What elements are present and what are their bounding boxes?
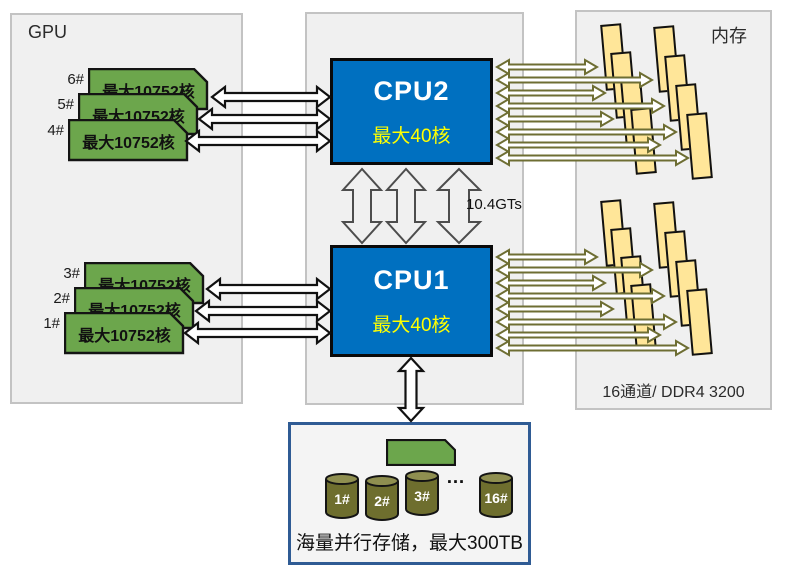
gpu-card-shape [64, 312, 185, 355]
gpu-card-1-id: 1# [43, 315, 60, 332]
storage-caption: 海量并行存储，最大300TB [296, 533, 523, 554]
memory-channel-label: 16通道/ DDR4 3200 [602, 384, 745, 401]
gpu-card-6-id: 6# [67, 71, 84, 88]
drive-cylinder-icon [479, 472, 513, 518]
storage-box: 1# 2# 3# … 16# 海量并行存储，最大300TB [288, 422, 531, 565]
cpu2-cores: 最大40核 [372, 125, 451, 147]
storage-drive-2: 2# [365, 475, 399, 521]
cpu1-cores: 最大40核 [372, 315, 451, 336]
memory-panel-title: 内存 [711, 26, 747, 46]
cpu1-name: CPU1 [373, 265, 450, 295]
drives-ellipsis: … [446, 467, 466, 488]
gpu-card-4-id: 4# [47, 122, 64, 139]
gpu-card-cores-label: 最大10752核 [82, 134, 175, 152]
gpu-card-cores-label: 最大10752核 [78, 327, 171, 345]
gpu-card-2-id: 2# [53, 290, 70, 307]
drive-label: 1# [334, 491, 350, 507]
cpu1-box: CPU1 最大40核 [330, 245, 493, 357]
storage-drive-16: 16# [479, 472, 513, 518]
storage-drive-1: 1# [325, 473, 359, 519]
drive-label: 2# [374, 493, 390, 509]
drive-cylinder-icon [365, 475, 399, 521]
gpu-card-5-id: 5# [57, 96, 74, 113]
interconnect-speed-label: 10.4GTs [466, 196, 522, 213]
gpu-card-4: 最大10752核 [68, 119, 189, 162]
gpu-panel-title: GPU [28, 22, 68, 42]
storage-controller-shape [385, 438, 457, 467]
drive-cylinder-icon [325, 473, 359, 519]
cpu2-name: CPU2 [373, 75, 450, 106]
drive-label: 16# [484, 490, 508, 506]
cpu2-box: CPU2 最大40核 [330, 58, 493, 165]
storage-drive-3: 3# [405, 470, 439, 516]
storage-controller-chip [385, 438, 457, 467]
drive-cylinder-icon [405, 470, 439, 516]
drive-label: 3# [414, 488, 430, 504]
gpu-card-1: 最大10752核 [64, 312, 185, 355]
gpu-card-3-id: 3# [63, 265, 80, 282]
